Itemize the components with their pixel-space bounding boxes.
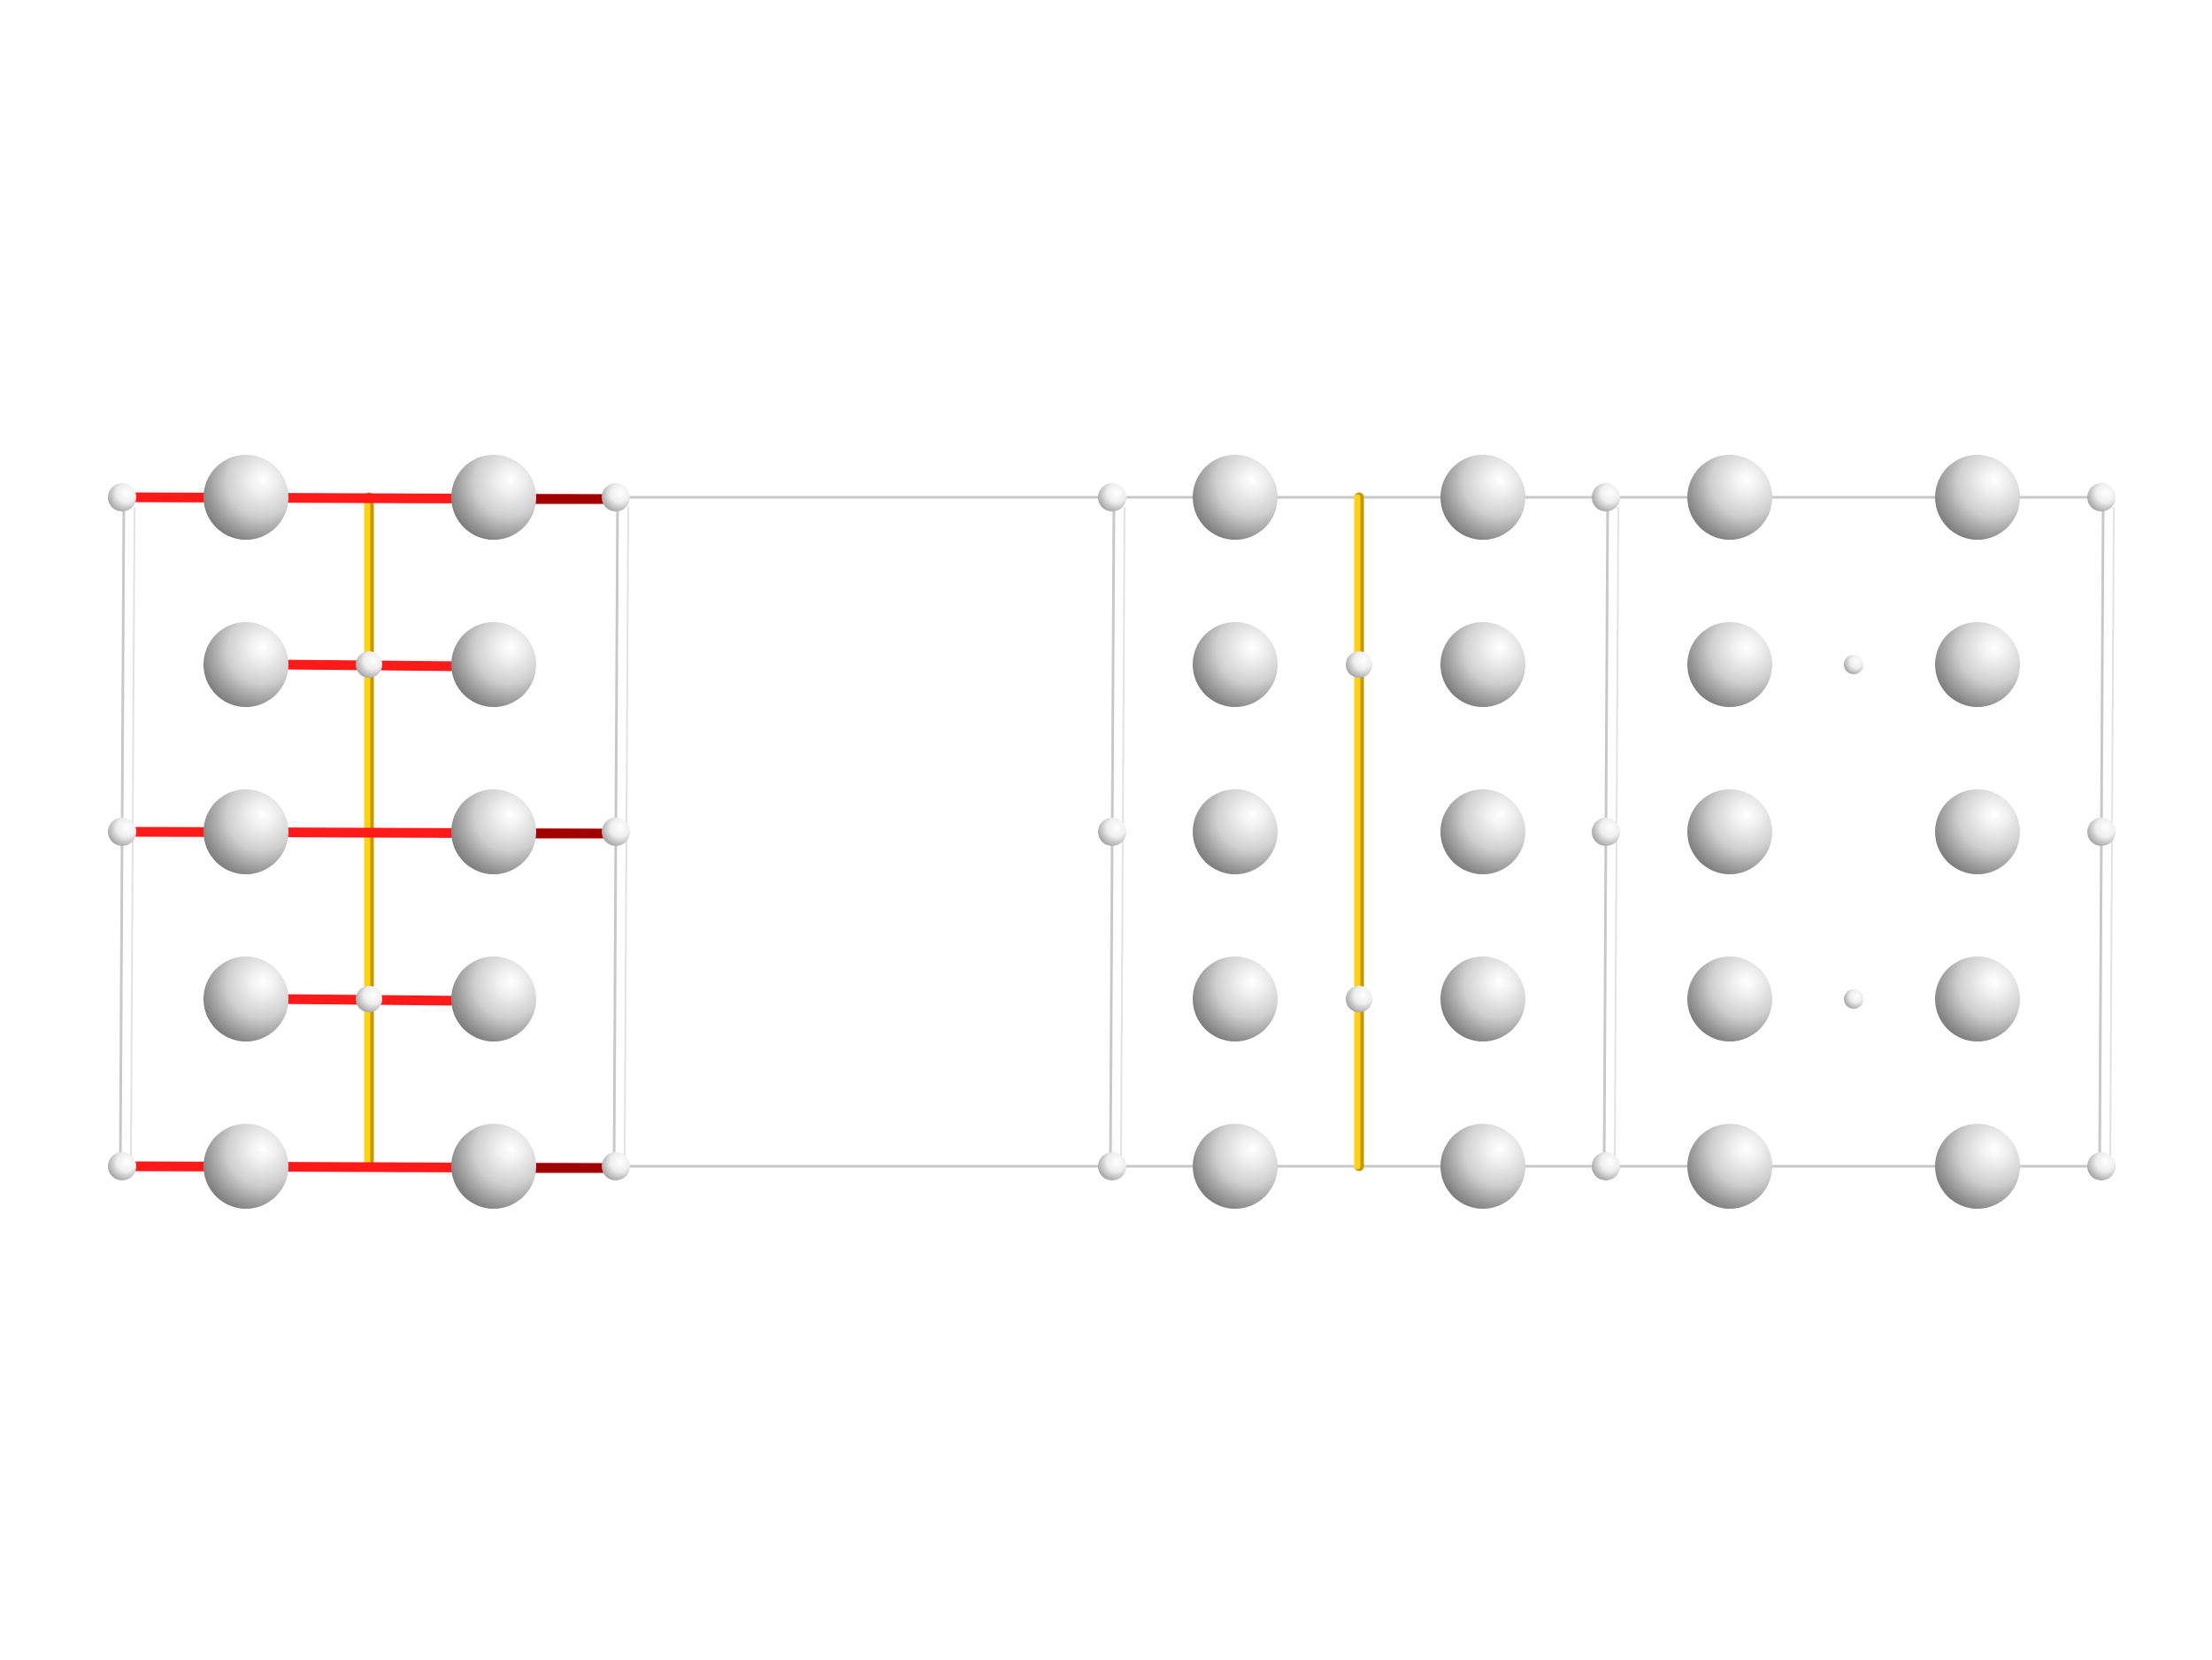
small-atom [1592, 818, 1620, 846]
large-atom [1687, 789, 1772, 874]
small-atom [2087, 483, 2116, 511]
large-atom [1440, 1124, 1525, 1209]
large-atom [451, 1124, 536, 1209]
small-atom [1592, 1152, 1620, 1180]
large-atom [204, 1124, 288, 1209]
small-atom [1844, 655, 1863, 674]
small-atom [1098, 818, 1126, 846]
large-atom [1687, 957, 1772, 1041]
small-atom [1098, 483, 1126, 511]
large-atom [1687, 1124, 1772, 1209]
small-atom [1844, 989, 1863, 1009]
large-atom [1440, 789, 1525, 874]
large-atom [1935, 957, 2020, 1041]
small-atom [108, 818, 136, 846]
large-atom [1440, 622, 1525, 707]
small-atom [356, 986, 382, 1012]
large-atom [1687, 622, 1772, 707]
large-atom [1193, 957, 1278, 1041]
large-atom [204, 622, 288, 707]
small-atom [2087, 1152, 2116, 1180]
large-atom [1193, 455, 1278, 540]
large-atom [1193, 789, 1278, 874]
large-atom [451, 622, 536, 707]
large-atom [204, 455, 288, 540]
small-atom [602, 818, 630, 846]
large-atom [1193, 1124, 1278, 1209]
large-atom [1687, 455, 1772, 540]
large-atom [1440, 455, 1525, 540]
large-atom [1440, 957, 1525, 1041]
small-atom [2087, 818, 2116, 846]
small-atom [602, 1152, 630, 1180]
large-atom [451, 957, 536, 1041]
bonds [117, 492, 1364, 1173]
large-atom [1935, 622, 2020, 707]
large-atom [1935, 789, 2020, 874]
small-atom [1346, 651, 1372, 678]
small-atom [1592, 483, 1620, 511]
small-atom [602, 483, 630, 511]
large-atom [204, 789, 288, 874]
large-atom [1935, 1124, 2020, 1209]
small-atom [1346, 986, 1372, 1012]
large-atom [1935, 455, 2020, 540]
small-atom [1098, 1152, 1126, 1180]
small-atom [108, 483, 136, 511]
large-atom [1193, 622, 1278, 707]
large-atom [451, 789, 536, 874]
large-atom [204, 957, 288, 1041]
small-atom [356, 651, 382, 678]
small-atom [108, 1152, 136, 1180]
atoms [108, 455, 2116, 1209]
large-atom [451, 455, 536, 540]
